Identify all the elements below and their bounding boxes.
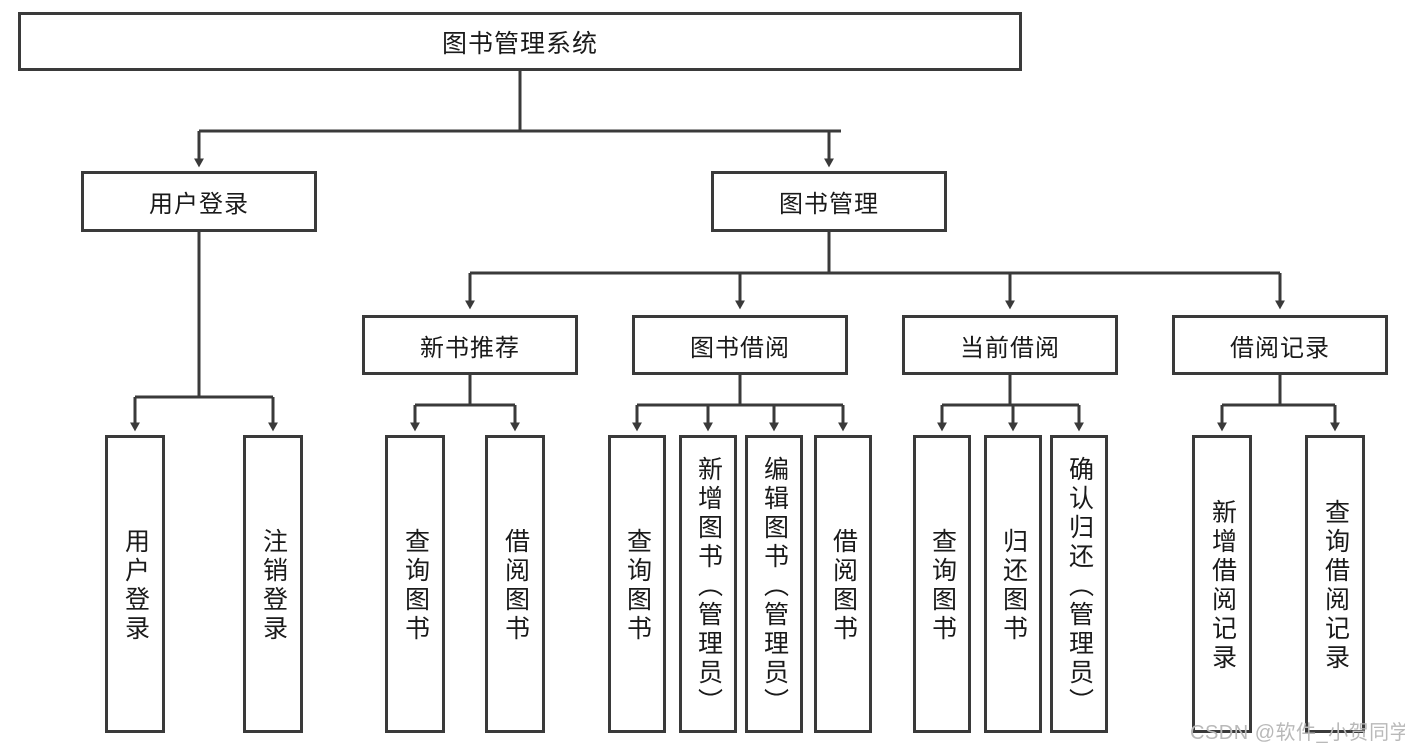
node-label: 借阅图书 bbox=[829, 528, 858, 644]
node-book-borrow[interactable]: 图书借阅 bbox=[632, 315, 848, 375]
leaf-borrow-book-recommend[interactable]: 借阅图书 bbox=[485, 435, 545, 733]
leaf-query-book-borrow[interactable]: 查询图书 bbox=[608, 435, 666, 733]
node-user-login[interactable]: 用户登录 bbox=[81, 171, 317, 232]
node-label: 当前借阅 bbox=[960, 334, 1060, 362]
node-label: 新增图书（管理员） bbox=[694, 455, 723, 717]
node-borrow-record[interactable]: 借阅记录 bbox=[1172, 315, 1388, 375]
leaf-confirm-return-admin[interactable]: 确认归还（管理员） bbox=[1050, 435, 1108, 733]
node-label: 图书借阅 bbox=[690, 334, 790, 362]
leaf-query-book-recommend[interactable]: 查询图书 bbox=[385, 435, 445, 733]
node-label: 查询图书 bbox=[401, 528, 430, 644]
node-label: 编辑图书（管理员） bbox=[760, 455, 789, 717]
node-label: 归还图书 bbox=[999, 528, 1028, 644]
node-label: 确认归还（管理员） bbox=[1065, 455, 1094, 717]
node-current-borrow[interactable]: 当前借阅 bbox=[902, 315, 1118, 375]
node-label: 图书管理系统 bbox=[441, 29, 598, 58]
leaf-return-book[interactable]: 归还图书 bbox=[984, 435, 1042, 733]
leaf-add-book-admin[interactable]: 新增图书（管理员） bbox=[679, 435, 737, 733]
node-label: 查询图书 bbox=[623, 528, 652, 644]
node-label: 图书管理 bbox=[779, 191, 879, 218]
node-label: 用户登录 bbox=[149, 191, 249, 218]
leaf-user-login[interactable]: 用户登录 bbox=[105, 435, 165, 733]
leaf-query-borrow-record[interactable]: 查询借阅记录 bbox=[1305, 435, 1365, 733]
node-label: 借阅图书 bbox=[501, 528, 530, 644]
node-label: 查询图书 bbox=[928, 528, 957, 644]
node-label: 借阅记录 bbox=[1230, 334, 1330, 362]
leaf-edit-book-admin[interactable]: 编辑图书（管理员） bbox=[745, 435, 803, 733]
leaf-borrow-book[interactable]: 借阅图书 bbox=[814, 435, 872, 733]
node-label: 新书推荐 bbox=[420, 334, 520, 362]
node-book-manage[interactable]: 图书管理 bbox=[711, 171, 947, 232]
node-label: 查询借阅记录 bbox=[1321, 499, 1350, 673]
node-label: 新增借阅记录 bbox=[1208, 499, 1237, 673]
node-label: 用户登录 bbox=[121, 528, 150, 644]
leaf-query-book-current[interactable]: 查询图书 bbox=[913, 435, 971, 733]
watermark-text: CSDN @软件_小贺同学 bbox=[1190, 722, 1405, 744]
leaf-user-logout[interactable]: 注销登录 bbox=[243, 435, 303, 733]
node-root-system[interactable]: 图书管理系统 bbox=[18, 12, 1022, 71]
leaf-add-borrow-record[interactable]: 新增借阅记录 bbox=[1192, 435, 1252, 733]
node-new-book-recommend[interactable]: 新书推荐 bbox=[362, 315, 578, 375]
node-label: 注销登录 bbox=[259, 528, 288, 644]
